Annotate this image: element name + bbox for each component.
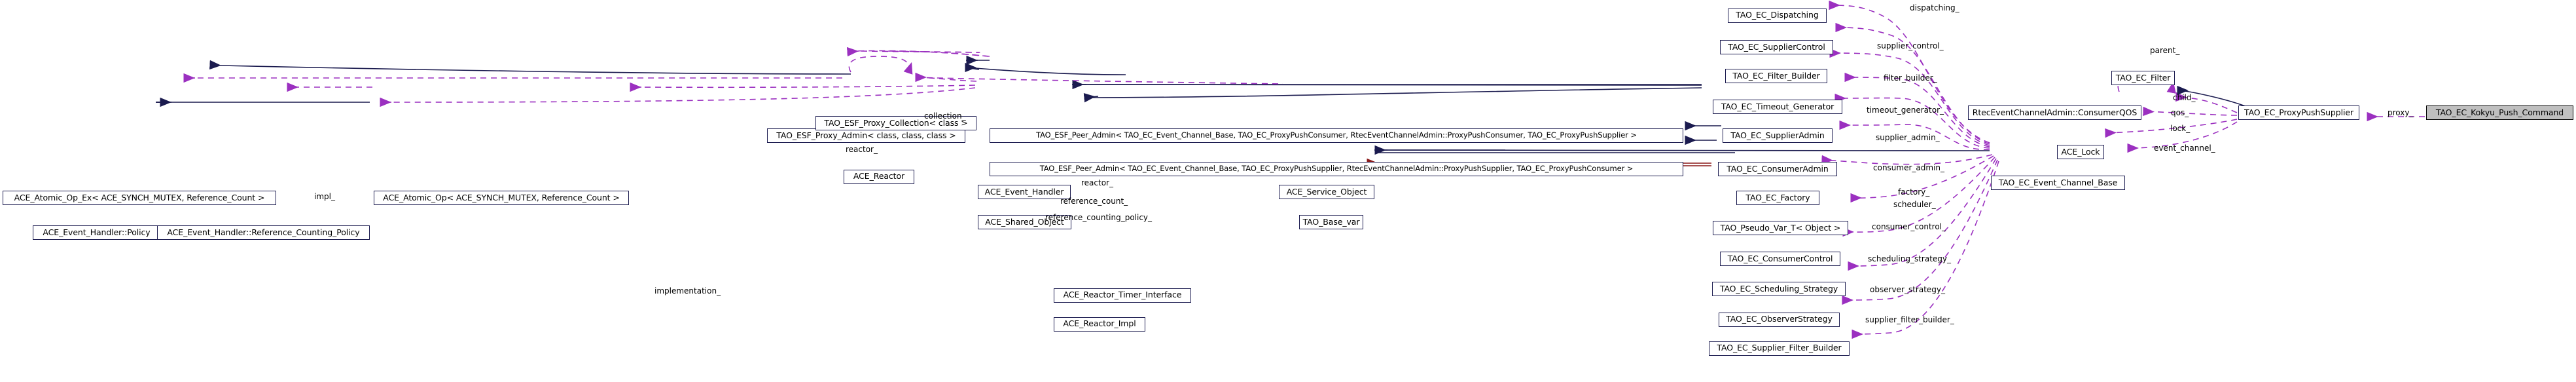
class-node-timeoutgenerator[interactable]: TAO_EC_Timeout_Generator: [1713, 99, 1842, 114]
edge-label-proxy_: proxy_: [2388, 108, 2414, 118]
edge-label-filter_builder_: filter_builder_: [1884, 73, 1937, 83]
edge-label-implementation_: implementation_: [654, 286, 721, 296]
edge-label-supplier_filter_builder_: supplier_filter_builder_: [1865, 315, 1954, 324]
edge-label-collection_: collection_: [924, 111, 966, 121]
edge-label-supplier_admin_: supplier_admin_: [1876, 132, 1940, 142]
class-node-reactortimerinterface[interactable]: ACE_Reactor_Timer_Interface: [1054, 288, 1191, 303]
edge-label-dispatching_: dispatching_: [1910, 3, 1959, 13]
edge-label-event_channel_: event_channel_: [2154, 143, 2215, 153]
class-node-tao_base_var[interactable]: TAO_Base_var: [1299, 215, 1363, 230]
class-node-acelock[interactable]: ACE_Lock: [2057, 145, 2104, 160]
class-node-ehrcpolicy[interactable]: ACE_Event_Handler::Reference_Counting_Po…: [157, 225, 370, 240]
class-node-atomicop[interactable]: ACE_Atomic_Op< ACE_SYNCH_MUTEX, Referenc…: [374, 191, 629, 206]
class-node-dispatching[interactable]: TAO_EC_Dispatching: [1728, 8, 1827, 23]
edge-label-reference_count_: reference_count_: [1060, 196, 1128, 206]
class-node-aceserviceobject[interactable]: ACE_Service_Object: [1279, 184, 1374, 199]
class-node-suppliercontrol[interactable]: TAO_EC_SupplierControl: [1720, 40, 1833, 55]
class-node-reactorimpl[interactable]: ACE_Reactor_Impl: [1054, 316, 1145, 332]
class-node-supplieradmin[interactable]: TAO_EC_SupplierAdmin: [1723, 128, 1833, 143]
class-node-ecfactory[interactable]: TAO_EC_Factory: [1736, 191, 1819, 206]
class-node-kokyu[interactable]: TAO_EC_Kokyu_Push_Command: [2426, 105, 2573, 121]
edge-label-reactor_self: reactor_: [846, 145, 878, 155]
edge-label-reactor_: reactor_: [1081, 178, 1113, 188]
class-node-filterbuilder[interactable]: TAO_EC_Filter_Builder: [1725, 69, 1827, 84]
edge-label-qos_: qos_: [2171, 108, 2189, 118]
class-node-ehpolicy[interactable]: ACE_Event_Handler::Policy: [33, 225, 160, 240]
edge-label-reference_counting_policy_: reference_counting_policy_: [1045, 213, 1153, 223]
class-node-consumerqos[interactable]: RtecEventChannelAdmin::ConsumerQOS: [1968, 105, 2141, 121]
class-node-atomicopex[interactable]: ACE_Atomic_Op_Ex< ACE_SYNCH_MUTEX, Refer…: [3, 191, 276, 206]
edge-label-lock_: lock_: [2170, 123, 2191, 133]
class-node-eventchannelbase[interactable]: TAO_EC_Event_Channel_Base: [1991, 175, 2125, 190]
class-node-schedulingstrategy[interactable]: TAO_EC_Scheduling_Strategy: [1712, 282, 1846, 297]
class-node-peeradmin1[interactable]: TAO_ESF_Peer_Admin< TAO_EC_Event_Channel…: [990, 128, 1683, 143]
class-node-supplierfilterbuilder[interactable]: TAO_EC_Supplier_Filter_Builder: [1709, 341, 1850, 356]
edge-label-consumer_admin_: consumer_admin_: [1873, 162, 1945, 172]
edge-label-observer_strategy_: observer_strategy_: [1870, 284, 1945, 294]
class-node-observerstrategy[interactable]: TAO_EC_ObserverStrategy: [1719, 312, 1840, 327]
class-node-consumercontrol[interactable]: TAO_EC_ConsumerControl: [1720, 251, 1840, 266]
edge-label-timeout_generator_: timeout_generator_: [1867, 105, 1944, 115]
class-node-pseudovart[interactable]: TAO_Pseudo_Var_T< Object >: [1713, 221, 1848, 236]
class-node-ecfilter[interactable]: TAO_EC_Filter: [2111, 70, 2175, 85]
edge-label-supplier_control_: supplier_control_: [1877, 41, 1944, 51]
edge-label-child_: child_: [2173, 93, 2196, 103]
edge-label-parent_: parent_: [2150, 46, 2180, 56]
edge-label-factory_: factory_: [1898, 187, 1930, 197]
class-node-peeradmin2[interactable]: TAO_ESF_Peer_Admin< TAO_EC_Event_Channel…: [990, 161, 1683, 176]
edge-label-scheduling_strategy_: scheduling_strategy_: [1868, 254, 1952, 264]
edge-label-consumer_control_: consumer_control_: [1872, 222, 1946, 232]
edge-label-scheduler_: scheduler_: [1893, 199, 1936, 209]
class-node-consumeradmin[interactable]: TAO_EC_ConsumerAdmin: [1718, 161, 1837, 176]
edge-label-impl_: impl_: [314, 192, 335, 201]
class-node-acereactor[interactable]: ACE_Reactor: [844, 169, 914, 184]
class-node-proxypushsupplier[interactable]: TAO_EC_ProxyPushSupplier: [2238, 105, 2359, 121]
class-node-acesharedobject[interactable]: ACE_Shared_Object: [978, 215, 1071, 230]
class-node-proxycollection[interactable]: TAO_ESF_Proxy_Collection< class >: [815, 116, 976, 131]
class-node-aceeventhandler[interactable]: ACE_Event_Handler: [978, 184, 1071, 199]
